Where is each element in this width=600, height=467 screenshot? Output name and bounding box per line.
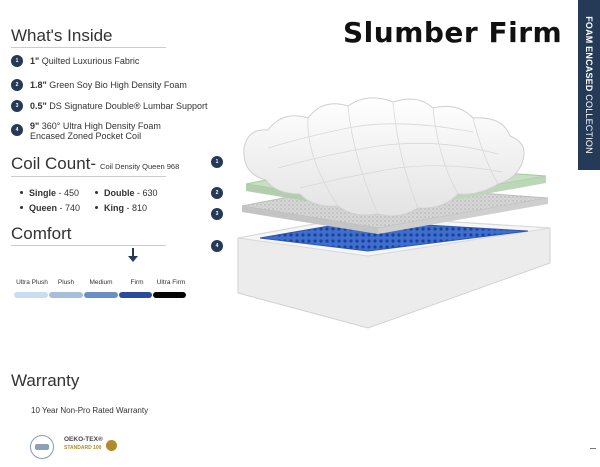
layer-badge-1: 1 [211,156,223,168]
item-number-badge: 2 [11,79,23,91]
warranty-heading: Warranty [11,371,80,390]
inside-item-2: 2 1.8" Green Soy Bio High Density Foam [11,79,187,91]
comfort-segment-ultra-firm [153,292,186,298]
collection-side-tab [578,0,600,170]
layer-badge-4: 4 [211,240,223,252]
collection-label: FOAM ENCASED COLLECTION [584,16,594,154]
mattress-layers-illustration [237,97,551,329]
comfort-divider [11,245,166,246]
oeko-tex-title: OEKO-TEX® [64,436,103,443]
inside-item-3: 3 0.5" DS Signature Double® Lumbar Suppo… [11,100,208,112]
comfort-segment-medium [84,292,118,298]
coil-double: Double - 630 [95,188,158,198]
warranty-text: 10 Year Non-Pro Rated Warranty [31,406,149,415]
comfort-segment-ultra-plush [14,292,48,298]
oeko-tex-logo: OEKO-TEX® STANDARD 100 [64,436,117,452]
oeko-tex-mark-icon [105,440,117,451]
coil-king: King - 810 [95,203,147,213]
comfort-label-plush: Plush [57,279,75,286]
corner-mark [590,448,596,449]
comfort-label-firm: Firm [130,279,144,286]
whats-inside-divider [11,47,166,48]
item-number-badge: 1 [11,55,23,67]
comfort-heading: Comfort [11,224,72,243]
comfort-indicator-arrow-icon [128,248,138,262]
whats-inside-heading: What's Inside [11,26,113,45]
comfort-segment-plush [49,292,83,298]
layer-badge-3: 3 [211,208,223,220]
item-number-badge: 3 [11,100,23,112]
comfort-label-medium: Medium [89,279,113,286]
comfort-label-ultra-plush: Ultra Plush [16,279,48,286]
coil-queen: Queen - 740 [20,203,80,213]
coil-single: Single - 450 [20,188,79,198]
item-number-badge: 4 [11,124,23,136]
coil-count-divider [11,176,166,177]
coil-count-heading: Coil Count- Coil Density Queen 968 [11,154,180,173]
layer-badge-2: 2 [211,187,223,199]
product-title: Slumber Firm [343,16,563,49]
pocket-coil-layer [259,220,529,252]
oeko-tex-sub: STANDARD 100 [64,445,102,451]
comfort-segment-firm [119,292,152,298]
comfort-label-ultra-firm: Ultra Firm [156,279,186,286]
inside-item-1: 1 1" Quilted Luxurious Fabric [11,55,139,67]
certipur-seal [30,435,54,459]
